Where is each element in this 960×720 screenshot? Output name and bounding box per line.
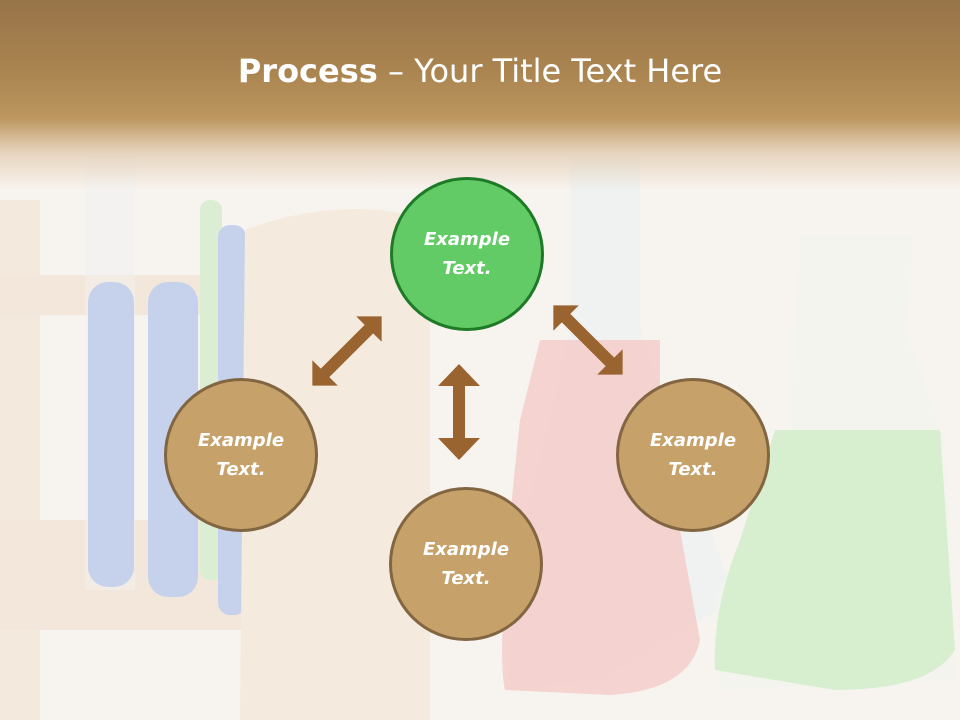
process-node-bottom[interactable]: Example Text. [389,487,543,641]
title-bold: Process [237,52,378,90]
node-text-line2: Text. [442,258,492,279]
title-bar [0,0,960,190]
slide-title: Process – Your Title Text Here [0,52,960,90]
process-node-top[interactable]: Example Text. [390,177,544,331]
node-text-line2: Text. [216,459,266,480]
node-text-line1: Example [197,430,285,451]
node-text-line1: Example [422,539,510,560]
node-text-line1: Example [423,229,511,250]
process-node-right[interactable]: Example Text. [616,378,770,532]
node-text-line2: Text. [441,568,491,589]
node-text-line1: Example [649,430,737,451]
title-rest: – Your Title Text Here [377,52,723,90]
double-arrow-diagonal-icon [553,305,623,375]
process-node-left[interactable]: Example Text. [164,378,318,532]
node-text-line2: Text. [668,459,718,480]
double-arrow-vertical-icon [438,364,480,460]
double-arrow-diagonal-icon [312,316,382,386]
